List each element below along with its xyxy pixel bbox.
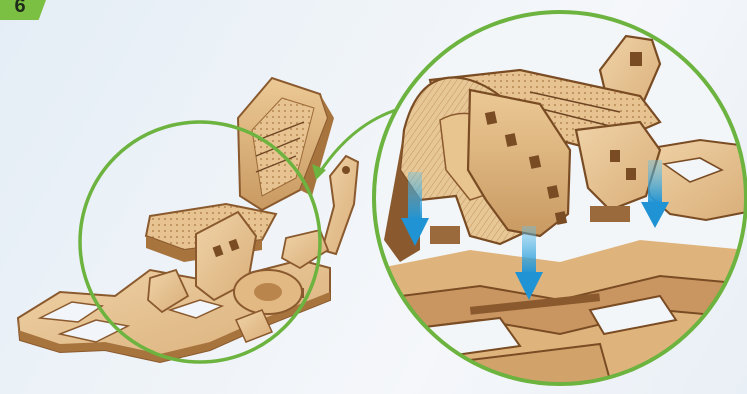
- model-overview: [18, 78, 410, 362]
- seat-back: [238, 78, 334, 210]
- zoom-detail-view: [370, 12, 747, 394]
- lever-piece: [322, 156, 358, 254]
